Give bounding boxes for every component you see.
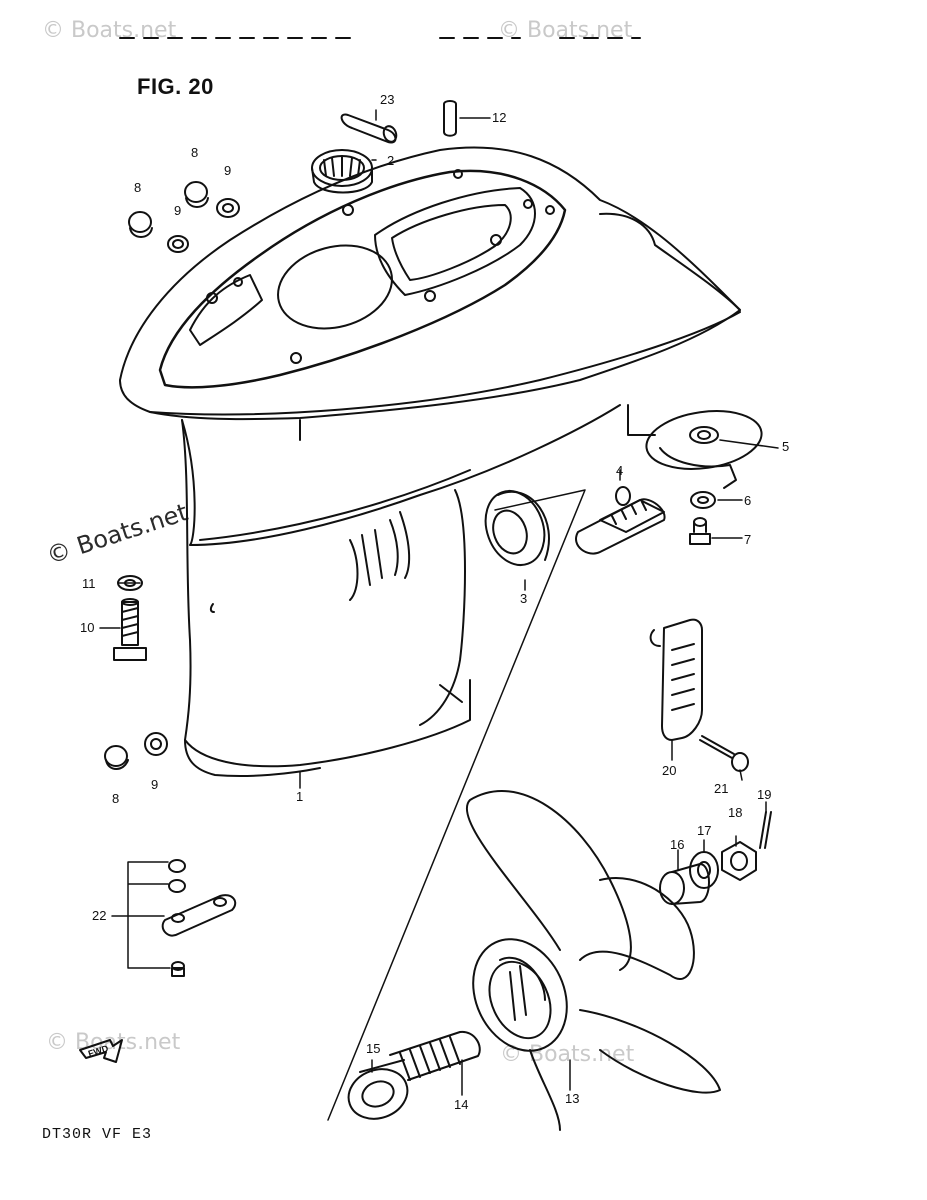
part-20-cover: [649, 618, 703, 741]
callout-6: 6: [744, 493, 752, 508]
callout-10: 10: [80, 620, 95, 635]
part-8-grommet-lower: [104, 745, 129, 770]
part-4-strainer: [575, 486, 666, 555]
callout-9-a: 9: [174, 203, 182, 218]
callout-21: 21: [714, 781, 729, 796]
callout-8-c: 8: [112, 791, 120, 806]
callout-19: 19: [757, 787, 772, 802]
part-3-bearing: [484, 490, 550, 566]
leader-lines: [99, 109, 779, 1121]
part-7-bolt: [689, 517, 711, 545]
part-9-washer-upper-left: [167, 235, 189, 253]
gear-case-housing: [119, 146, 741, 777]
part-6-washer: [690, 491, 716, 509]
fwd-arrow-icon: [79, 1039, 123, 1063]
part-13-propeller: [465, 790, 721, 1131]
part-2-bearing: [311, 149, 373, 194]
callout-9-b: 9: [224, 163, 232, 178]
watermark-bottom-center: © Boats.net: [500, 1042, 635, 1067]
part-8-grommet-upper-left: [128, 211, 153, 238]
part-21-screw: [699, 735, 749, 772]
callout-9-c: 9: [151, 777, 159, 792]
callout-11: 11: [82, 576, 96, 591]
callout-13: 13: [565, 1091, 580, 1106]
callout-3: 3: [520, 591, 528, 606]
part-5-anode-plate: [645, 410, 763, 489]
callout-18: 18: [728, 805, 743, 820]
callout-20: 20: [662, 763, 677, 778]
part-18-nut: [721, 841, 757, 881]
part-8-grommet-upper: [184, 181, 209, 208]
model-code: DT30R VF E3: [42, 1126, 153, 1143]
part-16-spacer: [659, 863, 710, 905]
callout-5: 5: [782, 439, 790, 454]
part-9-washer-lower: [144, 732, 168, 756]
part-14-spline-bushing: [389, 1030, 481, 1081]
part-23-dowel: [340, 113, 398, 144]
part-19-cotter-pin: [759, 811, 772, 849]
part-15-thrust-washer: [347, 1059, 409, 1120]
watermark-bottom-left: © Boats.net: [46, 1030, 181, 1055]
callout-14: 14: [454, 1097, 469, 1112]
callout-8-a: 8: [134, 180, 142, 195]
part-10-bolt: [113, 598, 147, 661]
callout-12: 12: [492, 110, 507, 125]
figure-title: FIG. 20: [137, 74, 214, 99]
callout-8-b: 8: [191, 145, 199, 160]
callout-2: 2: [387, 153, 395, 168]
callout-1: 1: [296, 789, 304, 804]
callout-4: 4: [616, 463, 624, 478]
part-12-pin: [443, 100, 457, 137]
callout-22: 22: [92, 908, 107, 923]
part-17-washer: [689, 851, 719, 889]
part-9-washer-upper: [216, 198, 240, 218]
callout-23: 23: [380, 92, 395, 107]
part-22-clamp: [161, 859, 237, 977]
callout-17: 17: [697, 823, 712, 838]
callout-7: 7: [744, 532, 752, 547]
callout-15: 15: [366, 1041, 381, 1056]
callout-16: 16: [670, 837, 685, 852]
